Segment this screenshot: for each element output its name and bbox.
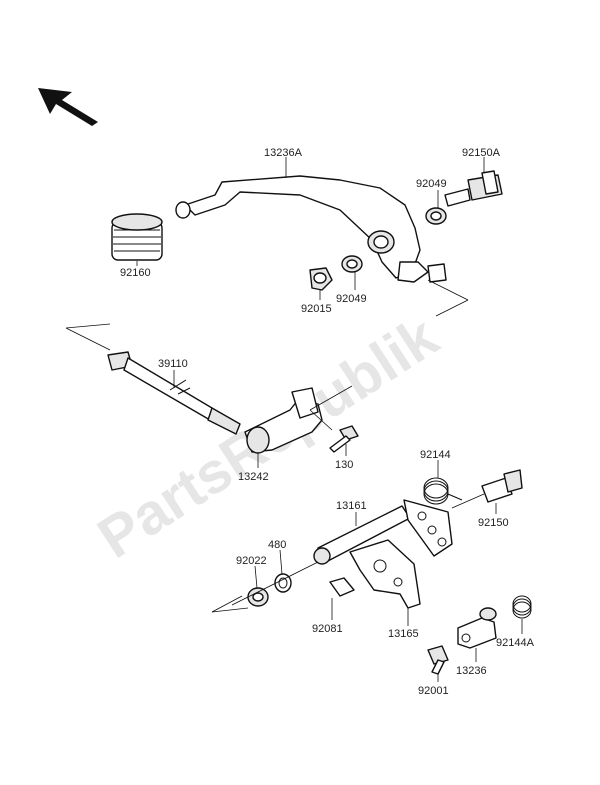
clip-92081: [329, 577, 355, 597]
plate-13165: [349, 539, 421, 609]
rod-joint-13242: [244, 387, 323, 454]
label-92150A: 92150A: [462, 147, 501, 159]
spring-92144: [423, 477, 463, 505]
washer-92049-upper: [425, 207, 447, 225]
washer-92049-lower: [341, 255, 363, 273]
label-92049-lower: 92049: [336, 293, 367, 305]
label-130: 130: [335, 459, 353, 471]
lever-13236: [457, 607, 497, 649]
bolt-92150: [481, 469, 523, 503]
label-13161: 13161: [336, 500, 367, 512]
label-39110: 39110: [158, 358, 188, 370]
pedal-rubber: [111, 213, 163, 261]
brake-rod: [107, 351, 241, 435]
label-92081: 92081: [312, 623, 343, 635]
shaft-13161: [313, 499, 453, 565]
label-13236A: 13236A: [264, 147, 303, 159]
label-480: 480: [268, 539, 286, 551]
label-13236: 13236: [456, 665, 487, 677]
pedal-pin: [427, 263, 447, 283]
label-92150: 92150: [478, 517, 509, 529]
brake-pedal: [175, 175, 429, 283]
spring-92144A: [512, 595, 532, 619]
nut-92015: [309, 267, 333, 291]
label-13242: 13242: [238, 471, 269, 483]
label-92049-upper: 92049: [416, 178, 447, 190]
label-92160: 92160: [120, 267, 151, 279]
leader-lines: [136, 157, 523, 682]
label-92015: 92015: [301, 303, 332, 315]
label-92144: 92144: [420, 449, 451, 461]
bolt-92001: [427, 645, 449, 675]
label-92144A: 92144A: [496, 637, 535, 649]
label-92022: 92022: [236, 555, 267, 567]
washer-480: [274, 573, 292, 593]
assembly-lines: [65, 279, 485, 613]
bolt-92150A: [444, 170, 503, 207]
label-92001: 92001: [418, 685, 449, 697]
washer-92022: [247, 587, 269, 607]
label-13165: 13165: [388, 628, 419, 640]
bolt-130: [329, 425, 359, 453]
direction-arrow-icon: [38, 88, 98, 126]
